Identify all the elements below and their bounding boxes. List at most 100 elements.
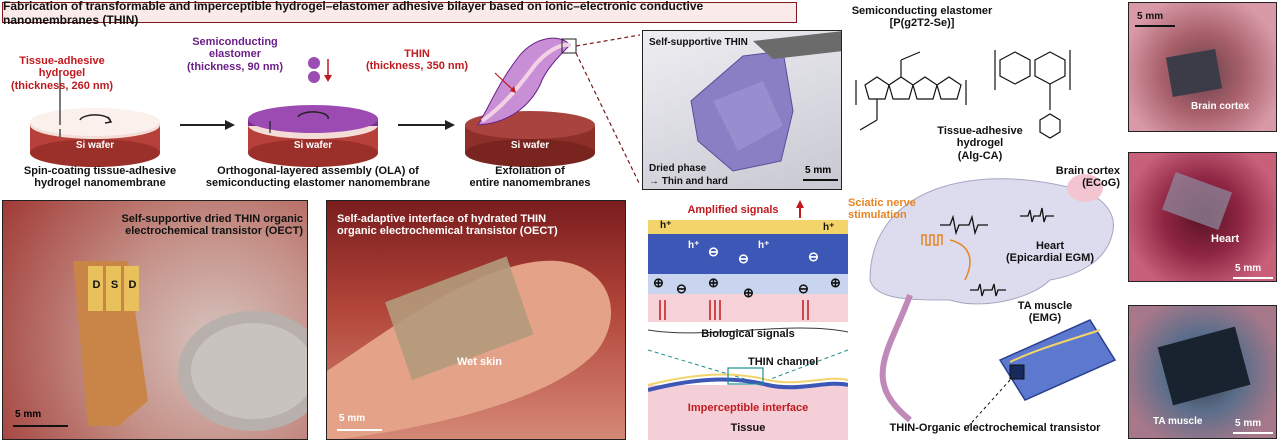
scale-bar xyxy=(803,179,838,181)
step3-caption-line1: Exfoliation of xyxy=(495,165,565,177)
plus-icon: ⊕ xyxy=(653,275,664,290)
sciatic-label: Sciatic nerve stimulation xyxy=(848,197,938,222)
step2-wafer xyxy=(248,57,378,167)
hplus-label-1: h⁺ xyxy=(660,220,672,231)
wet-skin-title-line2: organic electrochemical transistor (OECT… xyxy=(337,225,558,238)
ta-emg-label: TA muscle (EMG) xyxy=(1010,300,1080,325)
step2-caption: Orthogonal-layered assembly (OLA) of sem… xyxy=(198,165,438,190)
tissue-label: Tissue xyxy=(730,422,766,434)
hplus-label-2: h⁺ xyxy=(823,222,835,233)
heart-label: Heart xyxy=(1211,233,1240,245)
plus-icon: ⊕ xyxy=(743,285,754,300)
amplified-signals-label: Amplified signals xyxy=(687,204,779,216)
arrow-icon xyxy=(180,120,235,130)
figure-title-box: Fabrication of transformable and imperce… xyxy=(2,0,797,27)
minus-icon: ⊖ xyxy=(708,244,719,259)
brain-cortex-label: Brain cortex xyxy=(1191,101,1250,112)
dried-oect-scale-label: 5 mm xyxy=(15,409,42,420)
elastomer-title: Semiconducting elastomer [P(g2T2-Se)] xyxy=(848,5,996,30)
muscle-scale-label: 5 mm xyxy=(1235,418,1262,429)
minus-icon: ⊖ xyxy=(798,281,809,296)
ta-emg-line1: TA muscle xyxy=(1017,300,1073,312)
step1-caption-line2: hydrogel nanomembrane xyxy=(34,177,166,190)
ta-emg-line2: (EMG) xyxy=(1028,312,1062,325)
heart-photo: Heart 5 mm xyxy=(1128,152,1277,282)
heart-egm-line2: (Epicardial EGM) xyxy=(1005,252,1095,265)
self-supportive-photo: Self-supportive THIN Dried phase → Thin … xyxy=(642,30,842,190)
scale-bar xyxy=(1233,432,1273,434)
imperceptible-interface-label: Imperceptible interface xyxy=(687,402,809,414)
biological-signals-label: Biological signals xyxy=(701,328,795,340)
device-on-muscle xyxy=(1157,326,1251,406)
dried-phase-label: Dried phase xyxy=(649,163,707,174)
device-on-brain xyxy=(1165,48,1223,98)
thin-hard-label: → Thin and hard xyxy=(649,176,728,187)
step2-top-label: Semiconducting elastomer (thickness, 90 … xyxy=(165,36,305,73)
electrode-d2: D xyxy=(128,279,137,291)
step1-top-line2: (thickness, 260 nm) xyxy=(10,79,114,92)
wet-skin-title: Self-adaptive interface of hydrated THIN… xyxy=(337,213,617,238)
step3-caption: Exfoliation of entire nanomembranes xyxy=(455,165,605,190)
scale-bar xyxy=(1135,25,1175,27)
step2-top-line1: Semiconducting elastomer xyxy=(192,36,278,61)
step1-top-label: Tissue-adhesive hydrogel (thickness, 260… xyxy=(2,55,122,92)
dried-oect-photo: Self-supportive dried THIN organic elect… xyxy=(2,200,308,440)
biological-signal-bars xyxy=(659,300,809,320)
brain-ecog-label: Brain cortex (ECoG) xyxy=(1040,165,1120,190)
elastomer-title-line2: [P(g2T2-Se)] xyxy=(889,17,955,30)
hplus-label-3: h⁺ xyxy=(688,240,700,251)
plus-icon: ⊕ xyxy=(708,275,719,290)
brain-ecog-line1: Brain cortex xyxy=(1055,165,1120,177)
step2-top-line2: (thickness, 90 nm) xyxy=(187,60,283,73)
electrode-d1: D xyxy=(92,279,101,291)
step1-caption: Spin-coating tissue-adhesive hydrogel na… xyxy=(0,165,200,190)
step1-caption-line1: Spin-coating tissue-adhesive xyxy=(23,165,177,177)
wafer-label-1: Si wafer xyxy=(75,140,115,151)
alginate-structure xyxy=(994,50,1071,139)
fabrication-diagram xyxy=(30,34,640,186)
stimulation-icon xyxy=(921,234,971,281)
step3-caption-line2: entire nanomembranes xyxy=(469,177,591,190)
arrow-icon xyxy=(398,120,455,130)
step2-caption-line2: semiconducting elastomer nanomembrane xyxy=(205,177,431,190)
step2-caption-line1: Orthogonal-layered assembly (OLA) of xyxy=(217,165,419,177)
device-label: THIN-Organic electrochemical transistor xyxy=(889,422,1101,434)
wet-skin-scale-label: 5 mm xyxy=(339,413,366,424)
minus-icon: ⊖ xyxy=(676,281,687,296)
mouse-illustration xyxy=(869,174,1117,431)
heart-scale-label: 5 mm xyxy=(1235,263,1262,274)
finger-image xyxy=(327,256,612,439)
thin-film-image xyxy=(690,31,841,172)
hplus-label-4: h⁺ xyxy=(758,240,770,251)
ta-muscle-label: TA muscle xyxy=(1153,416,1203,427)
ecg-traces xyxy=(940,207,1054,297)
hydrogel-title-line2: (Alg-CA) xyxy=(957,149,1003,162)
thin-channel-label: THIN channel xyxy=(748,356,819,368)
sciatic-line2: stimulation xyxy=(848,209,907,222)
plus-icon: ⊕ xyxy=(830,275,841,290)
wafer-label-2: Si wafer xyxy=(293,140,333,151)
schematic-diagram xyxy=(648,200,848,440)
sciatic-line1: Sciatic nerve xyxy=(848,197,916,209)
device-on-heart xyxy=(1161,171,1233,231)
brain-ecog-line2: (ECoG) xyxy=(1082,177,1120,190)
step3-top-line2: (thickness, 350 nm) xyxy=(365,60,469,73)
figure-title: Fabrication of transformable and imperce… xyxy=(3,0,704,27)
wet-skin-title-line1: Self-adaptive interface of hydrated THIN xyxy=(337,213,547,225)
polythiophene-structure xyxy=(855,51,967,131)
heart-egm-line1: Heart xyxy=(1035,240,1065,252)
dried-oect-title-line1: Self-supportive dried THIN organic xyxy=(121,213,303,225)
heart-egm-label: Heart (Epicardial EGM) xyxy=(1000,240,1100,265)
step1-wafer xyxy=(30,75,160,167)
minus-icon: ⊖ xyxy=(738,251,749,266)
schematic-panel: Amplified signals h⁺ h⁺ h⁺ h⁺ ⊖ ⊖ ⊖ ⊕ ⊕ … xyxy=(648,200,848,440)
step3-top-line1: THIN xyxy=(404,48,430,60)
wet-skin-photo: Self-adaptive interface of hydrated THIN… xyxy=(326,200,626,440)
electrode-s: S xyxy=(110,279,119,291)
step3-wafer xyxy=(465,37,595,167)
step1-top-line1: Tissue-adhesive hydrogel xyxy=(19,55,105,80)
wet-skin-label: Wet skin xyxy=(457,356,503,368)
minus-icon: ⊖ xyxy=(808,249,819,264)
scale-bar xyxy=(337,429,382,431)
self-supportive-title: Self-supportive THIN xyxy=(649,37,748,48)
